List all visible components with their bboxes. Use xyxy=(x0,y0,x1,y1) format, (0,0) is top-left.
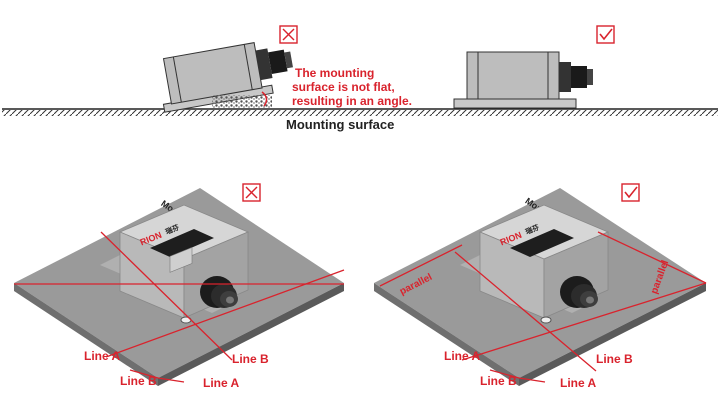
line-b-label-2: Line B xyxy=(480,374,517,388)
sensor-right: RION 瑞芬 xyxy=(460,204,610,324)
line-b-label-1: Line B xyxy=(596,352,633,366)
debris xyxy=(212,95,272,108)
warning-line-2: surface is not flat, xyxy=(292,80,395,94)
bottom-left-panel: Mounting surface RION 瑞芬 Line A xyxy=(14,183,345,390)
mounting-plate-side-right xyxy=(158,283,344,386)
top-section: The mounting surface is not flat, result… xyxy=(2,25,718,132)
reference-lines-right xyxy=(379,231,707,383)
warning-text: The mounting surface is not flat, result… xyxy=(292,66,412,108)
ground-surface xyxy=(2,108,718,116)
line-a-label-1: Line A xyxy=(84,349,121,363)
x-checkbox-icon xyxy=(279,25,298,44)
mounting-plate-side-left xyxy=(14,283,158,386)
mounting-plate-side-left xyxy=(374,283,519,386)
angle-arrow xyxy=(261,91,268,107)
x-checkbox-icon xyxy=(242,183,261,202)
flat-sensor xyxy=(453,51,593,109)
warning-line-1: The mounting xyxy=(295,66,374,80)
line-a-label-1: Line A xyxy=(444,349,481,363)
bottom-right-panel: Mounting surface RION 瑞芬 parallel parall… xyxy=(374,183,707,390)
check-checkbox-icon xyxy=(621,183,640,202)
mounting-surface-label: Mounting surface xyxy=(286,117,394,132)
line-a-label-2: Line A xyxy=(560,376,597,390)
warning-line-3: resulting in an angle. xyxy=(292,94,412,108)
reference-lines-left xyxy=(14,231,345,383)
line-b-label-1: Line B xyxy=(232,352,269,366)
line-a-label-2: Line A xyxy=(203,376,240,390)
check-checkbox-icon xyxy=(596,25,615,44)
mounting-plate-side-right xyxy=(519,283,706,386)
line-b-label-2: Line B xyxy=(120,374,157,388)
